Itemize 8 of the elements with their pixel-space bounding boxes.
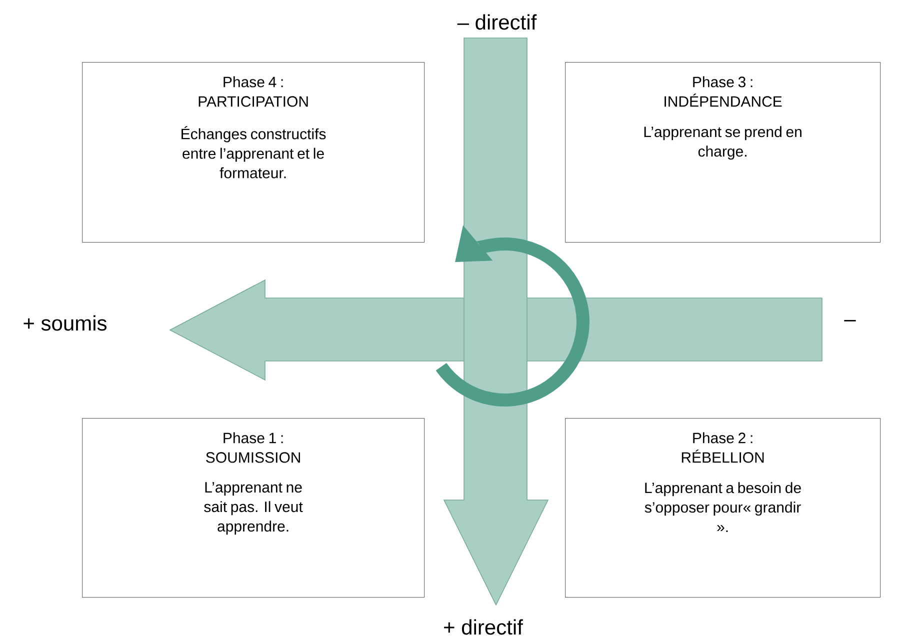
phase-box: Phase 1 : SOUMISSION L’apprenant ne sait pas. Il veut apprendre.	[82, 418, 425, 598]
phase-box: Phase 4 : PARTICIPATION Échanges constructifs entre l’apprenant et le formateur.	[82, 62, 425, 243]
axis-label: + soumis	[24, 315, 107, 331]
axis-label: – directif	[457, 14, 537, 30]
phase-box: Phase 3 : INDÉPENDANCE L’apprenant se prend en charge.	[565, 62, 881, 243]
phase-box: Phase 2 : RÉBELLION L’apprenant a besoin de s’opposer pour« grandir ».	[565, 418, 881, 598]
axis-label: –	[844, 320, 856, 322]
axis-label: + directif	[444, 619, 523, 635]
